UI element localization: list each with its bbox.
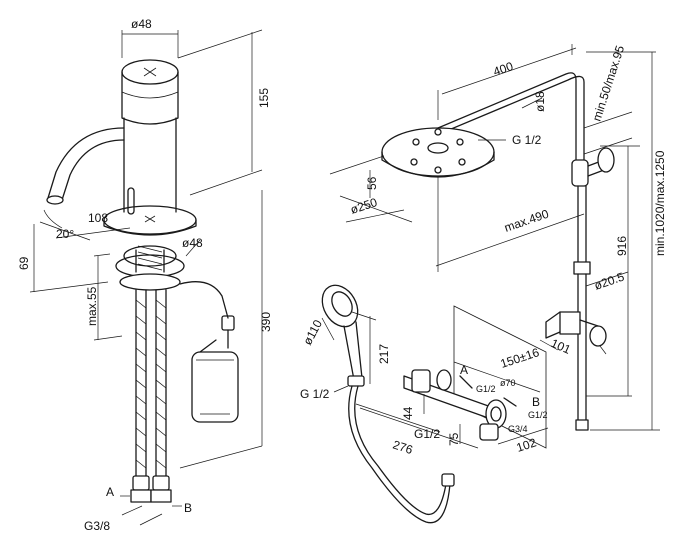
- label-shower-thread-head: G 1/2: [512, 133, 542, 147]
- label-shower-dia-70: ø70: [500, 378, 516, 388]
- label-shower-arm-length: 400: [491, 59, 515, 79]
- label-shower-max-reach: max.490: [502, 207, 550, 235]
- label-shower-pipe-dia: ø20.5: [592, 270, 626, 293]
- label-shower-thread-b: G1/2: [528, 410, 548, 420]
- label-shower-rail-dia: ø18: [533, 91, 547, 112]
- label-faucet-angle: 20°: [56, 227, 74, 241]
- label-faucet-max-thickness: max.55: [85, 286, 99, 326]
- label-faucet-dia-top: ø48: [131, 17, 152, 31]
- label-faucet-port-a: A: [106, 485, 114, 499]
- label-shower-port-a: A: [460, 363, 468, 377]
- label-shower-mixer-102: 102: [515, 435, 539, 455]
- label-shower-hand-thread: G 1/2: [300, 387, 330, 401]
- label-faucet-height: 155: [257, 88, 271, 108]
- label-shower-slider-width: 101: [549, 336, 573, 357]
- label-faucet-dia-base: ø48: [182, 236, 203, 250]
- shower-drawing: [321, 44, 660, 524]
- label-shower-hand-len: 217: [377, 344, 391, 364]
- label-shower-mixer-spacing: 150±16: [499, 345, 542, 371]
- faucet-drawing: [29, 29, 263, 526]
- label-shower-port-b: B: [532, 395, 540, 409]
- label-faucet-port-b: B: [184, 501, 192, 515]
- label-shower-head-dia: ø250: [349, 195, 380, 217]
- label-shower-thread-a: G1/2: [476, 384, 496, 394]
- label-shower-rail-length: 916: [615, 236, 629, 256]
- label-shower-mixer-44: 44: [401, 406, 415, 420]
- label-shower-mixer-75: 75: [447, 432, 461, 446]
- label-shower-rail-offset: min.50/max.95: [590, 43, 628, 122]
- label-faucet-hose-length: 390: [259, 312, 273, 332]
- label-shower-thread-g34: G3/4: [508, 424, 528, 434]
- label-faucet-spout-height: 69: [17, 256, 31, 270]
- label-shower-hand-dia: ø110: [300, 317, 325, 347]
- label-faucet-thread: G3/8: [84, 519, 110, 533]
- label-faucet-reach: 108: [88, 211, 108, 225]
- label-shower-total-height: min.1020/max.1250: [653, 150, 667, 256]
- label-shower-head-height: 56: [365, 176, 379, 190]
- label-shower-mixer-depth: 276: [391, 438, 415, 458]
- label-shower-mixer-thread: G1/2: [414, 427, 440, 441]
